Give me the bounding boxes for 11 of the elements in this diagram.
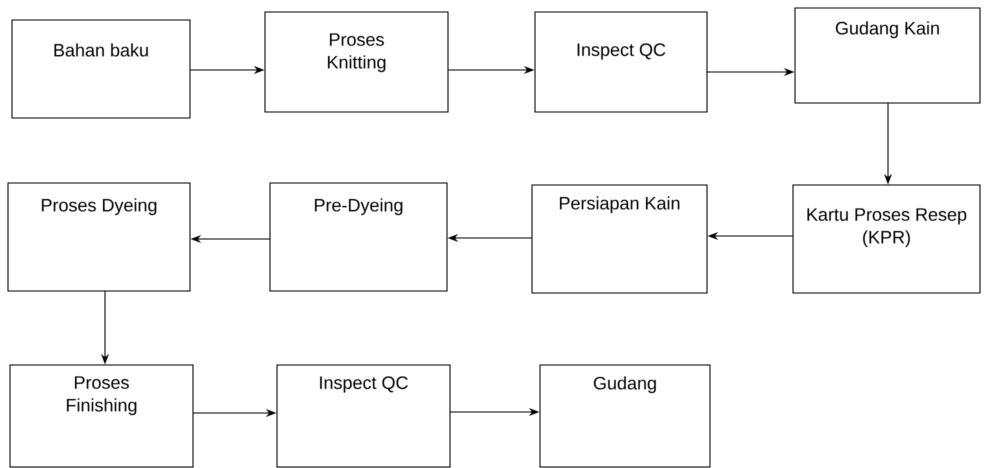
process-box: Persiapan Kain — [531, 184, 708, 294]
process-box: Gudang Kain — [794, 7, 981, 104]
process-box: Proses Knitting — [264, 11, 449, 113]
process-box: Bahan baku — [11, 19, 191, 119]
process-box: Inspect QC — [276, 364, 451, 468]
process-box: Kartu Proses Resep (KPR) — [792, 184, 981, 294]
process-box: Proses Finishing — [9, 364, 194, 468]
process-box: Proses Dyeing — [7, 182, 191, 292]
process-box: Pre-Dyeing — [269, 182, 448, 292]
process-box: Gudang — [539, 364, 711, 468]
process-box: Inspect QC — [534, 11, 708, 113]
